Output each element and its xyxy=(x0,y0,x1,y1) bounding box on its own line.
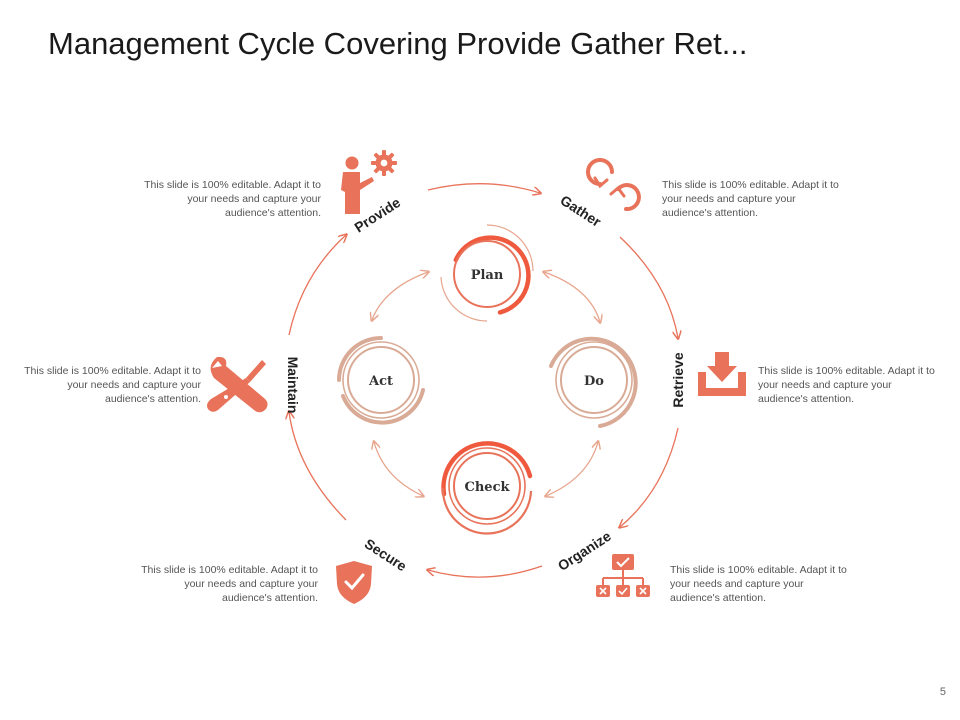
shield-check-icon xyxy=(336,561,372,604)
stage-label-retrieve: Retrieve xyxy=(670,352,686,407)
download-tray-icon xyxy=(698,352,746,396)
arrow-retrieve-to-organize xyxy=(620,427,679,527)
arrow-check-act xyxy=(374,442,423,496)
description-provide: This slide is 100% editable. Adapt it to… xyxy=(144,179,321,219)
inner-node-act: Act xyxy=(337,336,425,425)
stage-label-gather: Gather xyxy=(557,192,604,230)
page-number: 5 xyxy=(939,686,946,698)
description-retrieve: This slide is 100% editable. Adapt it to… xyxy=(758,365,935,405)
slide-title: Management Cycle Covering Provide Gather… xyxy=(48,26,748,61)
description-gather: This slide is 100% editable. Adapt it to… xyxy=(662,179,839,219)
inner-label-do: Do xyxy=(584,374,604,389)
hierarchy-checklist-icon xyxy=(596,554,650,597)
arrow-plan-do xyxy=(544,272,600,322)
description-maintain: This slide is 100% editable. Adapt it to… xyxy=(24,365,201,405)
inner-label-check: Check xyxy=(465,480,511,495)
arrow-secure-to-maintain xyxy=(289,412,347,521)
inner-node-check: Check xyxy=(441,441,533,535)
stage-label-organize: Organize xyxy=(555,528,614,574)
inner-node-plan: Plan xyxy=(440,224,534,322)
arrow-do-check xyxy=(546,442,598,496)
inner-cycle-arrows xyxy=(372,272,600,496)
inner-label-act: Act xyxy=(368,374,393,389)
inner-node-do: Do xyxy=(549,336,638,428)
arrow-gather-to-retrieve xyxy=(619,236,678,338)
link-arrows-icon xyxy=(586,158,641,212)
outer-cycle-arrows xyxy=(288,183,679,578)
arrow-act-plan xyxy=(372,272,428,320)
presenter-gear-icon xyxy=(341,150,397,214)
arrow-provide-to-gather xyxy=(427,183,540,193)
description-organize: This slide is 100% editable. Adapt it to… xyxy=(670,564,847,604)
description-secure: This slide is 100% editable. Adapt it to… xyxy=(141,564,318,604)
stage-label-maintain: Maintain xyxy=(285,357,301,414)
arrow-maintain-to-provide xyxy=(288,235,346,336)
arrow-organize-to-secure xyxy=(428,565,543,578)
wrench-screwdriver-icon xyxy=(207,356,268,413)
inner-label-plan: Plan xyxy=(471,268,504,283)
